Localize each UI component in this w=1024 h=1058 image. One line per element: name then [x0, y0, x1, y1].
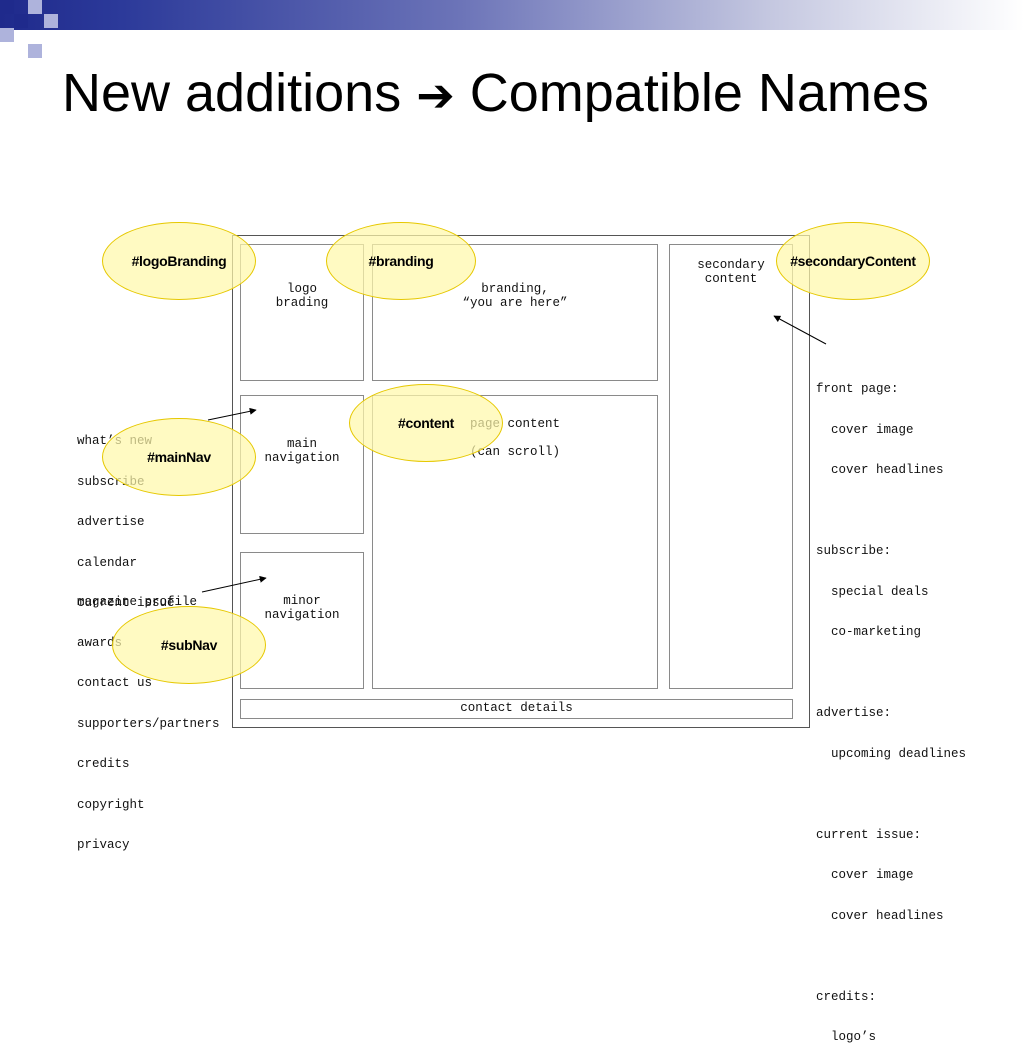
minor-nav-box-label: minor navigation — [264, 594, 340, 622]
title-part2: Compatible Names — [469, 63, 929, 123]
list-item: calendar — [77, 555, 138, 570]
bubble-label: #logoBranding — [131, 253, 227, 269]
list-item: current issue: — [816, 827, 922, 842]
list-item: supporters/partners — [77, 716, 220, 731]
bubble-main-nav: #mainNav — [102, 418, 256, 496]
bubble-label: #mainNav — [147, 449, 211, 465]
list-item: awards — [77, 635, 123, 650]
bubble-label: #content — [398, 415, 454, 431]
bubble-label: #branding — [368, 253, 434, 269]
pointer-arrows — [201, 315, 827, 593]
logo-box-label: logo brading — [275, 282, 329, 310]
arrow-to-main-nav — [207, 407, 257, 421]
decor-square — [28, 0, 42, 14]
list-item: credits: — [816, 989, 877, 1004]
list-item: upcoming deadlines — [816, 746, 967, 761]
list-item: current issue — [77, 596, 175, 610]
list-item: subscribe: — [816, 544, 892, 558]
list-item: cover image — [816, 422, 914, 437]
list-item: copyright — [77, 797, 145, 812]
list-item: special deals — [816, 584, 929, 599]
list-item: credits — [77, 757, 130, 771]
bubble-label: #subNav — [160, 637, 218, 653]
minor-nav-box — [240, 552, 364, 689]
bubble-branding: #branding — [326, 222, 476, 300]
list-item: advertise — [77, 515, 145, 529]
branding-box-label: branding, “you are here” — [462, 282, 568, 310]
list-item: front page: — [816, 382, 899, 396]
list-item: magazine profile — [77, 595, 198, 609]
bubble-sub-nav: #subNav — [112, 606, 266, 684]
slide-title: New additions ➔ Compatible Names — [62, 60, 1002, 128]
bubble-secondary-content: #secondaryContent — [776, 222, 930, 300]
main-nav-box — [240, 395, 364, 534]
list-item — [816, 788, 966, 802]
secondary-box-label: secondary content — [697, 258, 765, 286]
decor-square — [28, 44, 42, 58]
title-part1: New additions — [62, 63, 402, 123]
arrow-to-minor-nav — [201, 575, 267, 593]
list-item: co-marketing — [816, 625, 922, 639]
list-item: cover image — [816, 868, 914, 882]
list-item: advertise: — [816, 706, 892, 720]
decor-square — [14, 14, 28, 28]
header-gradient-bar — [0, 0, 1024, 30]
bubble-label: #secondaryContent — [790, 253, 916, 269]
decor-square — [0, 28, 14, 42]
list-item: cover headlines — [816, 463, 944, 477]
list-item — [816, 950, 966, 964]
list-item: contact us — [77, 676, 153, 690]
list-item: logo’s — [816, 1030, 877, 1044]
decor-square — [44, 14, 58, 28]
contact-box — [240, 699, 793, 719]
secondary-box — [669, 244, 793, 689]
main-nav-box-label: main navigation — [264, 437, 340, 465]
arrow-right-icon: ➔ — [416, 68, 455, 122]
bubble-logo-branding: #logoBranding — [102, 222, 256, 300]
bubble-content: #content — [349, 384, 503, 462]
contact-box-label: contact details — [460, 701, 573, 715]
list-item: cover headlines — [816, 908, 944, 923]
arrow-to-secondary — [773, 315, 827, 345]
decor-square — [0, 0, 14, 14]
list-item: privacy — [77, 838, 130, 852]
